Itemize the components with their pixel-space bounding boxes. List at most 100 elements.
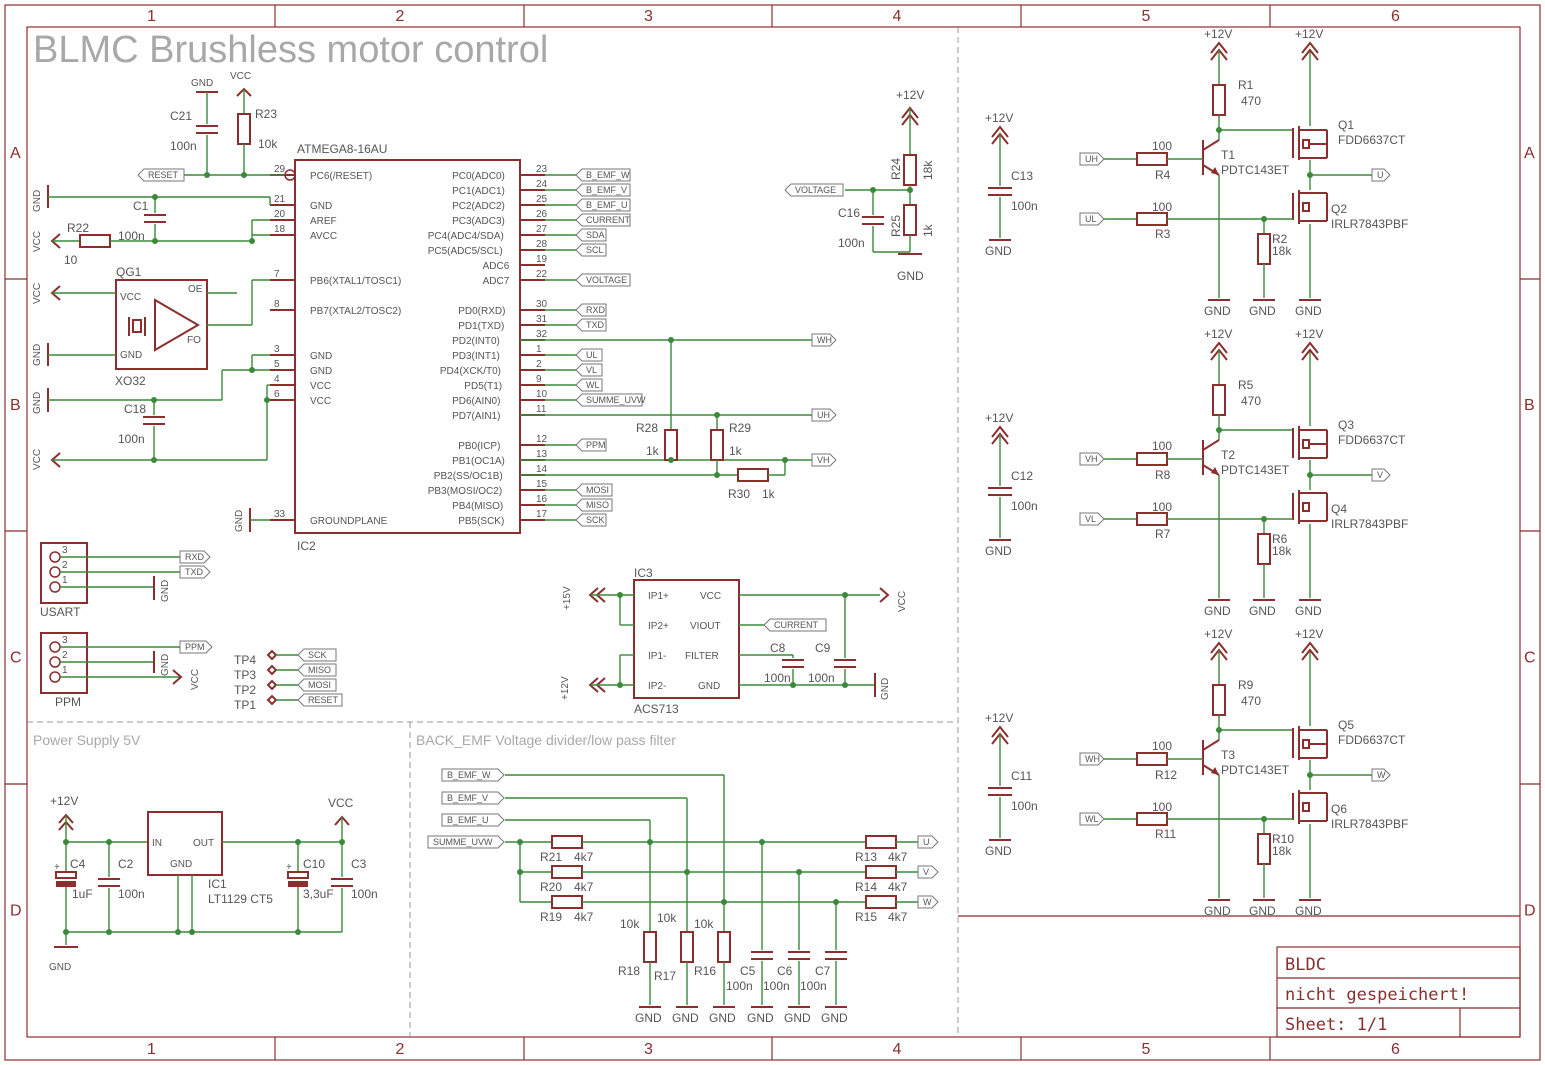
svg-text:FO: FO [187,335,201,346]
mcu-pin-name: PC2(ADC2) [452,201,505,212]
svg-text:+12V: +12V [985,111,1013,125]
svg-text:+12V: +12V [1204,627,1232,641]
net-tag [575,213,631,227]
net-tag-label: SCK [308,650,327,660]
grid-row-label: B [1524,397,1535,414]
net-tag [179,565,211,579]
mcu-pin-number: 16 [536,494,548,505]
svg-text:FDD6637CT: FDD6637CT [1338,133,1406,147]
svg-text:100: 100 [1152,800,1172,814]
titleblock-sheet: Sheet: 1/1 [1285,1015,1387,1035]
net-tag [917,865,939,879]
svg-text:C1: C1 [133,199,149,213]
svg-text:C4: C4 [70,857,86,871]
net-tag [917,895,939,909]
net-labels: B_EMF_WB_EMF_VB_EMF_UCURRENTSDASCLVOLTAG… [137,152,1391,909]
svg-text:R4: R4 [1155,168,1171,182]
mcu-pin-name: PB2(SS/OC1B) [434,471,503,482]
net-tag-label: B_EMF_U [447,815,489,825]
svg-text:GND: GND [1249,304,1276,318]
mcu-pin-name: PB7(XTAL2/TOSC2) [310,306,401,317]
grid-row-label: C [10,650,22,667]
svg-text:10k: 10k [694,917,714,931]
svg-text:Q2: Q2 [1331,202,1347,216]
svg-text:VCC: VCC [328,796,354,810]
svg-text:IP1-: IP1- [648,651,666,662]
mcu-pin-name: PD6(AIN0) [452,396,500,407]
mcu-pin-name: ADC6 [483,261,510,272]
svg-text:C10: C10 [303,857,325,871]
mcu-pin-name: AREF [310,216,337,227]
svg-text:VCC: VCC [32,283,43,304]
net-tag [575,243,607,257]
svg-text:100n: 100n [118,887,145,901]
svg-text:+12V: +12V [1204,27,1232,41]
svg-text:+12V: +12V [1295,27,1323,41]
grid-row-label: D [10,903,22,920]
net-tag [763,618,827,632]
testpoint-pad [266,694,278,706]
net-tag-label: RESET [148,170,179,180]
grid-col-label: 1 [147,8,156,25]
net-tag-label: RXD [185,552,205,562]
mcu-pin-name: PB6(XTAL1/TOSC1) [310,276,401,287]
svg-text:OE: OE [188,284,203,295]
svg-text:FDD6637CT: FDD6637CT [1338,433,1406,447]
svg-text:USART: USART [40,605,81,619]
svg-text:GND: GND [32,190,43,212]
test-points: TP4 TP3 TP2 TP1 [234,649,298,712]
svg-text:10k: 10k [620,917,640,931]
svg-text:GND: GND [1204,304,1231,318]
svg-text:GND: GND [709,1011,736,1025]
svg-text:1uF: 1uF [72,887,93,901]
inner-frame [26,26,1521,1038]
svg-text:GND: GND [170,859,192,870]
net-tag [811,333,837,347]
net-tag [575,318,607,332]
svg-text:100n: 100n [1011,499,1038,513]
svg-text:470: 470 [1241,94,1261,108]
net-tag [441,791,505,805]
svg-text:100: 100 [1152,439,1172,453]
net-tag-label: VOLTAGE [795,185,836,195]
svg-text:10k: 10k [657,911,677,925]
net-tag [575,183,631,197]
net-tag [575,378,603,392]
svg-text:C7: C7 [815,964,831,978]
mcu-pin-name: GROUNDPLANE [310,516,388,527]
net-tag [575,168,631,182]
svg-text:FDD6637CT: FDD6637CT [1338,733,1406,747]
mcu-pin-number: 24 [536,179,548,190]
svg-text:C2: C2 [118,857,134,871]
svg-text:1k: 1k [762,487,776,501]
net-tag-label: VL [1085,514,1096,524]
net-tag [297,678,337,692]
mcu-pin-name: PB5(SCK) [458,516,504,527]
svg-text:+12V: +12V [1204,327,1232,341]
svg-text:R7: R7 [1155,527,1171,541]
net-tag-label: WL [1085,814,1099,824]
svg-text:18k: 18k [1272,544,1292,558]
grid-row-label: C [1524,650,1536,667]
mcu-pin-name: PB1(OC1A) [452,456,505,467]
svg-text:R19: R19 [540,910,562,924]
svg-text:+12V: +12V [1295,327,1323,341]
titleblock-status: nicht gespeichert! [1285,985,1469,1005]
grid-col-label: 4 [893,1041,902,1058]
net-tag-label: UL [1085,214,1097,224]
svg-text:3: 3 [62,635,68,646]
svg-text:100n: 100n [170,139,197,153]
svg-text:+12V: +12V [985,711,1013,725]
svg-text:GND: GND [32,344,43,366]
net-tag-label: U [1377,170,1384,180]
net-tag-label: RXD [586,305,606,315]
svg-text:3,3uF: 3,3uF [303,887,334,901]
svg-text:GND: GND [32,392,43,414]
testpoint-pad [266,679,278,691]
net-tag [575,303,607,317]
net-tag-label: W [923,897,932,907]
